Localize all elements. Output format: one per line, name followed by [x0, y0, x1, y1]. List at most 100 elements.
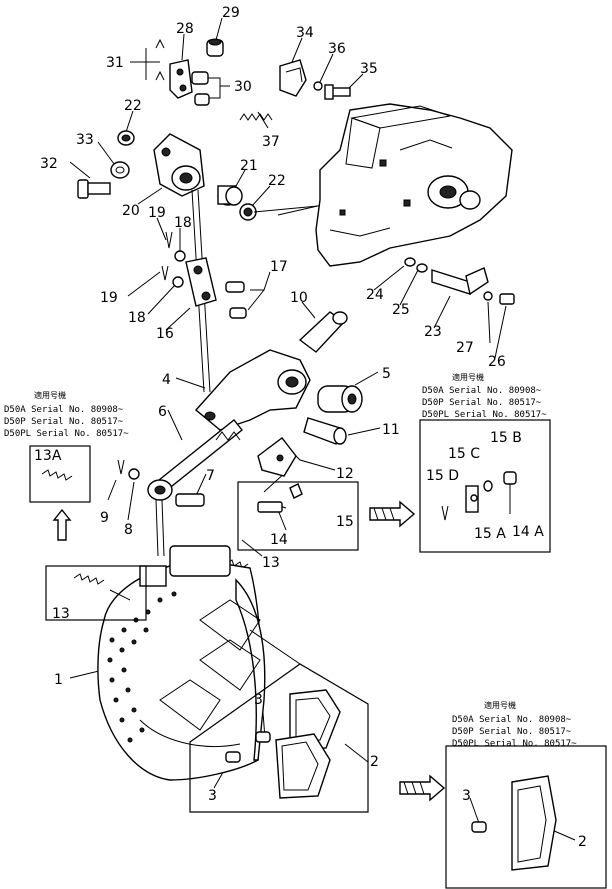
- washer-18-upper: [174, 250, 186, 262]
- cotter-9: [117, 459, 125, 475]
- callout-8: 8: [124, 522, 133, 538]
- svg-text:D50PL Serial No. 80517~: D50PL Serial No. 80517~: [422, 410, 547, 420]
- washer-18-lower: [172, 276, 184, 288]
- callout-15c: 15 C: [448, 446, 480, 462]
- callout-28: 28: [176, 21, 194, 37]
- callout-13a: 13A: [34, 448, 62, 464]
- callout-35: 35: [360, 61, 378, 77]
- o-ring-25: [416, 263, 428, 273]
- callout-21: 21: [240, 158, 258, 174]
- callout-7: 7: [206, 468, 215, 484]
- link-plate-16: [185, 257, 217, 307]
- callout-3-inset-upper: 3: [254, 692, 263, 708]
- callout-5: 5: [382, 366, 391, 382]
- rod-6: [147, 419, 243, 501]
- callout-26: 26: [488, 354, 506, 370]
- callout-1: 1: [54, 672, 63, 688]
- callout-14a: 14 A: [512, 524, 544, 540]
- inset-13a: [29, 445, 91, 541]
- callout-12: 12: [336, 466, 354, 482]
- callout-31: 31: [106, 55, 124, 71]
- callout-3-inset-lower: 3: [208, 788, 217, 804]
- callout-15b: 15 B: [490, 430, 522, 446]
- callout-13-spring: 13: [262, 555, 280, 571]
- o-ring-24: [404, 257, 416, 267]
- spring-bracket-12: [257, 437, 297, 477]
- callout-27: 27: [456, 340, 474, 356]
- svg-text:D50A Serial No. 80908~: D50A Serial No. 80908~: [4, 405, 124, 415]
- spring-37: [239, 113, 273, 121]
- callout-15: 15: [336, 514, 354, 530]
- callout-22-lower: 22: [268, 173, 286, 189]
- callout-23: 23: [424, 324, 442, 340]
- bracket-34: [279, 59, 307, 97]
- washer-33: [110, 161, 130, 179]
- inset-14-15: [237, 481, 359, 551]
- callout-10: 10: [290, 290, 308, 306]
- washer-8: [128, 468, 140, 480]
- svg-text:D50A Serial No. 80908~: D50A Serial No. 80908~: [452, 715, 572, 725]
- serial-block-bottom: 適用号機 D50A Serial No. 80908~ D50P Serial …: [452, 700, 577, 749]
- callout-2-inset: 2: [370, 754, 379, 770]
- pin-11: [303, 417, 347, 445]
- svg-text:D50PL Serial No. 80517~: D50PL Serial No. 80517~: [4, 429, 129, 439]
- callout-19-lower: 19: [100, 290, 118, 306]
- lever-20: [153, 133, 205, 197]
- callout-6: 6: [158, 404, 167, 420]
- bushing-5: [317, 385, 363, 413]
- callout-15a: 15 A: [474, 526, 506, 542]
- callout-37: 37: [262, 134, 280, 150]
- callout-32: 32: [40, 156, 58, 172]
- pin-7: [175, 493, 205, 507]
- inset-right-parts: [419, 419, 551, 553]
- callout-13-inset: 13: [52, 606, 70, 622]
- shaft-23: [431, 267, 489, 296]
- svg-text:適用号機: 適用号機: [484, 700, 516, 710]
- callout-22-upper: 22: [124, 98, 142, 114]
- svg-text:D50P Serial No. 80517~: D50P Serial No. 80517~: [4, 417, 124, 427]
- control-valve-housing: [253, 103, 513, 267]
- bushing-21: [217, 185, 243, 206]
- callout-24: 24: [366, 287, 384, 303]
- leader-lines: [69, 17, 576, 841]
- svg-text:適用号機: 適用号機: [452, 372, 484, 382]
- bushing-22-lower: [239, 203, 257, 221]
- inset-13: [45, 565, 147, 621]
- svg-text:D50P Serial No. 80517~: D50P Serial No. 80517~: [452, 727, 572, 737]
- callout-15d: 15 D: [426, 468, 459, 484]
- washer-36: [313, 81, 323, 91]
- pin-10: [298, 311, 348, 353]
- callout-17: 17: [270, 259, 288, 275]
- callout-labels: 29 28 31 30 34 36 35 22 37 33 32 21 22 2…: [34, 5, 587, 850]
- callout-9: 9: [100, 510, 109, 526]
- callout-3-bottom: 3: [462, 788, 471, 804]
- svg-text:適用号機: 適用号機: [34, 390, 66, 400]
- serial-block-left: 適用号機 D50A Serial No. 80908~ D50P Serial …: [4, 390, 129, 439]
- svg-text:D50P Serial No. 80517~: D50P Serial No. 80517~: [422, 398, 542, 408]
- callout-14: 14: [270, 532, 288, 548]
- callout-19-upper: 19: [148, 205, 166, 221]
- cotter-19-upper: [165, 231, 173, 249]
- callout-29: 29: [222, 5, 240, 21]
- arm-4: [194, 349, 311, 431]
- callout-2-bottom: 2: [578, 834, 587, 850]
- callout-11: 11: [382, 422, 400, 438]
- callout-33: 33: [76, 132, 94, 148]
- pins-30: [191, 71, 210, 106]
- svg-text:D50A Serial No. 80908~: D50A Serial No. 80908~: [422, 386, 542, 396]
- lining-detail-box: [189, 629, 369, 813]
- bolt-26: [499, 293, 515, 305]
- callout-20: 20: [122, 203, 140, 219]
- callout-18-lower: 18: [128, 310, 146, 326]
- bolt-35: [324, 84, 351, 100]
- callout-36: 36: [328, 41, 346, 57]
- dowel-pin-29: [206, 38, 224, 57]
- bolt-32: [77, 179, 111, 199]
- callout-30: 30: [234, 79, 252, 95]
- callout-25: 25: [392, 302, 410, 318]
- svg-text:D50PL Serial No. 80517~: D50PL Serial No. 80517~: [452, 739, 577, 749]
- washer-27: [483, 291, 493, 301]
- cotter-19-lower: [161, 265, 169, 281]
- callout-16: 16: [156, 326, 174, 342]
